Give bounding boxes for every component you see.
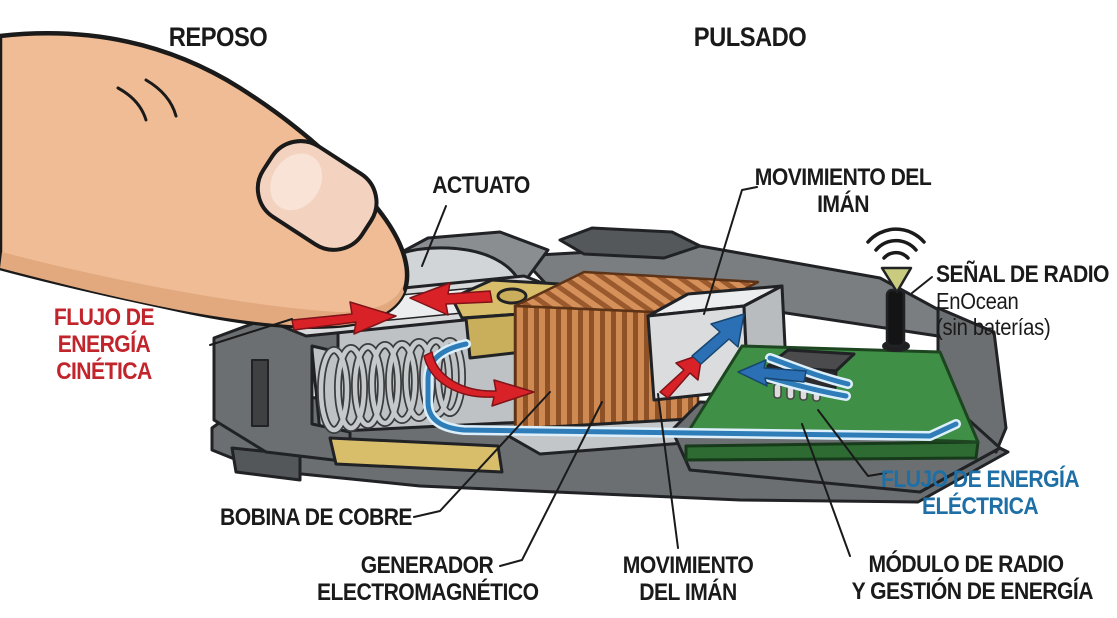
leader-electric-energy (817, 409, 887, 477)
label-line: FLUJO DE ENERGÍA (880, 466, 1080, 493)
leader-actuator (421, 205, 447, 267)
state-title-reposo: REPOSO (168, 22, 268, 52)
leader-magnet-movement-top (703, 186, 758, 315)
brass-base-block (328, 436, 504, 474)
radio-antenna-icon (880, 266, 913, 352)
label-line: EnOcean (936, 288, 1019, 315)
housing-left-frame (212, 304, 352, 464)
label-line: ELÉCTRICA (921, 493, 1039, 521)
radio-waves-icon (866, 227, 926, 260)
label-radio-signal: SEÑAL DE RADIO EnOcean (sin baterías) (936, 261, 1109, 341)
label-line: IMÁN (817, 191, 869, 219)
finger-creases (116, 78, 178, 122)
finger-nail (255, 139, 379, 252)
label-line: GENERADOR (360, 552, 494, 579)
label-electromagnetic-generator: GENERADOR ELECTROMAGNÉTICO (317, 552, 539, 607)
label-line: MOVIMIENTO (622, 552, 754, 579)
label-line: MÓDULO DE RADIO (868, 551, 1064, 578)
leader-radio-module (801, 423, 851, 557)
label-line: FLUJO DE (53, 304, 155, 331)
leader-generator (499, 401, 603, 567)
leader-radio-signal (911, 276, 933, 294)
pressing-finger (0, 31, 410, 329)
label-line: MOVIMIENTO DEL (754, 164, 932, 191)
label-actuator: ACTUATO (432, 172, 530, 199)
label-line: (sin baterías) (936, 314, 1051, 341)
label-magnet-movement-top: MOVIMIENTO DEL IMÁN (737, 164, 948, 218)
label-line: DEL IMÁN (639, 579, 737, 607)
kinetic-arrow-left (409, 282, 493, 316)
label-line: SEÑAL DE RADIO (936, 261, 1109, 288)
magnet-arrow-red (659, 353, 703, 399)
state-title-pulsado: PULSADO (693, 22, 807, 52)
label-copper-coil: BOBINA DE COBRE (220, 504, 412, 531)
label-kinetic-energy-flow: FLUJO DE ENERGÍA CINÉTICA (16, 304, 192, 385)
label-electric-energy-flow: FLUJO DE ENERGÍA ELÉCTRICA (870, 466, 1090, 520)
coil-arrow-curved (423, 351, 535, 407)
label-magnet-movement-bottom: MOVIMIENTO DEL IMÁN (600, 552, 776, 606)
leader-kinetic-energy (209, 318, 293, 346)
kinetic-arrow-right (291, 301, 397, 335)
label-line: CINÉTICA (56, 358, 152, 386)
magnet-arrow-blue (691, 313, 745, 365)
label-line: ELECTROMAGNÉTICO (317, 579, 539, 607)
label-line: Y GESTIÓN DE ENERGÍA (851, 578, 1094, 606)
label-line: ENERGÍA (57, 331, 151, 359)
electric-arrow-left (737, 359, 807, 387)
leader-copper-coil (413, 391, 551, 518)
label-radio-module: MÓDULO DE RADIO Y GESTIÓN DE ENERGÍA (851, 551, 1094, 606)
leader-magnet-movement-bottom (657, 393, 679, 549)
